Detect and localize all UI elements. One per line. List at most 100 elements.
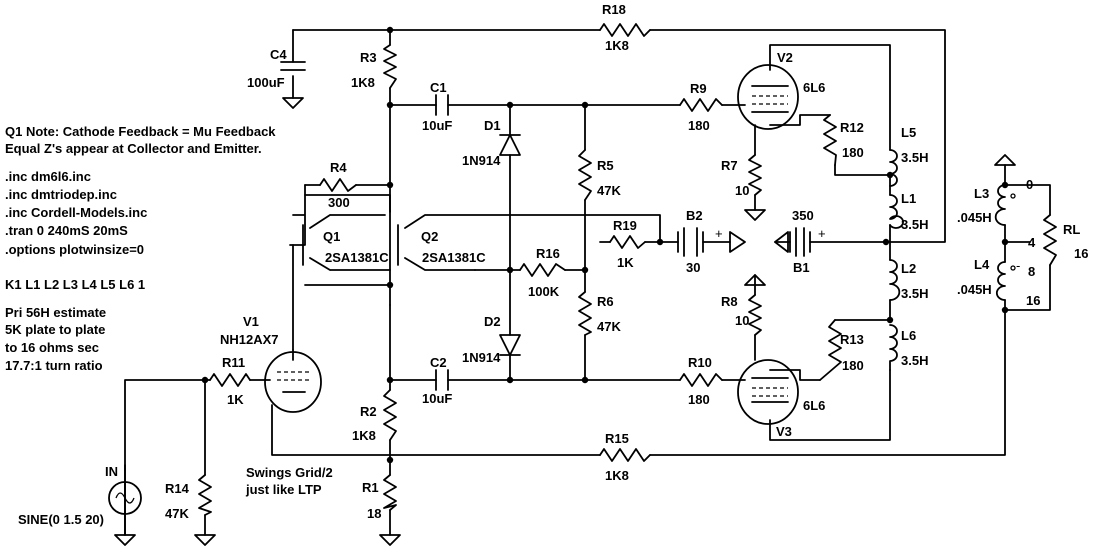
r12-value: 180 <box>842 145 864 160</box>
tap-8: 8 <box>1028 264 1035 279</box>
options-directive: .options plotwinsize=0 <box>5 242 144 257</box>
r7-name: R7 <box>721 158 738 173</box>
note-line-2: Equal Z's appear at Collector and Emitte… <box>5 141 262 156</box>
q1-name: Q1 <box>323 229 340 244</box>
v1-value: NH12AX7 <box>220 332 279 347</box>
swing-note-1: Swings Grid/2 <box>246 465 333 480</box>
c4-name: C4 <box>270 47 287 62</box>
l5-name: L5 <box>901 125 916 140</box>
r8-name: R8 <box>721 294 738 309</box>
sine-source-symbol <box>108 481 142 515</box>
inc-dmtriodep: .inc dmtriodep.inc <box>5 187 117 202</box>
l3-name: L3 <box>974 186 989 201</box>
v2-name: V2 <box>777 50 793 65</box>
r15-name: R15 <box>605 431 629 446</box>
b2-value: 30 <box>686 260 700 275</box>
battery-symbols <box>677 227 811 257</box>
l1-value: 3.5H <box>901 217 928 232</box>
d2-name: D2 <box>484 314 501 329</box>
pri-note-4: 17.7:1 turn ratio <box>5 358 103 373</box>
l6-name: L6 <box>901 328 916 343</box>
r6-value: 47K <box>597 319 621 334</box>
r1-value: 18 <box>367 506 381 521</box>
v1-name: V1 <box>243 314 259 329</box>
tap-16: 16 <box>1026 293 1040 308</box>
r10-value: 180 <box>688 392 710 407</box>
r8-value: 10 <box>735 313 749 328</box>
r5-value: 47K <box>597 183 621 198</box>
component-labels: R18 1K8 C4 100uF R3 1K8 C1 10uF D1 1N914… <box>18 2 1088 527</box>
b2-name: B2 <box>686 208 703 223</box>
c4-value: 100uF <box>247 75 285 90</box>
pri-note-1: Pri 56H estimate <box>5 305 106 320</box>
r9-value: 180 <box>688 118 710 133</box>
d1-value: 1N914 <box>462 153 501 168</box>
c2-value: 10uF <box>422 391 452 406</box>
r15-value: 1K8 <box>605 468 629 483</box>
r13-name: R13 <box>840 332 864 347</box>
r6-name: R6 <box>597 294 614 309</box>
q2-name: Q2 <box>421 229 438 244</box>
in-value: SINE(0 1.5 20) <box>18 512 104 527</box>
r2-value: 1K8 <box>352 428 376 443</box>
r16-value: 100K <box>528 284 560 299</box>
q1-value: 2SA1381C <box>325 250 389 265</box>
inductor-symbols <box>889 149 1006 371</box>
r18-value: 1K8 <box>605 38 629 53</box>
coupling-directive: K1 L1 L2 L3 L4 L5 L6 1 <box>5 277 145 292</box>
phase-dots <box>1010 193 1016 271</box>
rl-name: RL <box>1063 222 1080 237</box>
l4-value: .045H <box>957 282 992 297</box>
b1-name: B1 <box>793 260 810 275</box>
r4-name: R4 <box>330 160 347 175</box>
c2-name: C2 <box>430 355 447 370</box>
inc-cordell: .inc Cordell-Models.inc <box>5 205 147 220</box>
tap-0: 0 <box>1026 177 1033 192</box>
r14-value: 47K <box>165 506 189 521</box>
capacitor-symbols <box>280 61 449 391</box>
r7-value: 10 <box>735 183 749 198</box>
resistor-symbols <box>198 23 1057 516</box>
inc-dm6l6: .inc dm6l6.inc <box>5 169 91 184</box>
tap-4: 4 <box>1028 235 1036 250</box>
l2-name: L2 <box>901 261 916 276</box>
v2-value: 6L6 <box>803 80 825 95</box>
note-line-1: Q1 Note: Cathode Feedback = Mu Feedback <box>5 124 276 139</box>
l3-value: .045H <box>957 210 992 225</box>
r4-value: 300 <box>328 195 350 210</box>
v3-value: 6L6 <box>803 398 825 413</box>
q2-value: 2SA1381C <box>422 250 486 265</box>
r18-name: R18 <box>602 2 626 17</box>
in-name: IN <box>105 464 118 479</box>
r11-value: 1K <box>227 392 244 407</box>
r3-value: 1K8 <box>351 75 375 90</box>
r13-value: 180 <box>842 358 864 373</box>
l5-value: 3.5H <box>901 150 928 165</box>
r5-name: R5 <box>597 158 614 173</box>
c1-value: 10uF <box>422 118 452 133</box>
l4-minus: - <box>1016 258 1020 273</box>
pri-note-2: 5K plate to plate <box>5 322 105 337</box>
r11-name: R11 <box>222 355 245 370</box>
tran-directive: .tran 0 240mS 20mS <box>5 223 128 238</box>
b1-plus: + <box>818 226 826 241</box>
diode-symbols <box>499 134 521 356</box>
b1-value: 350 <box>792 208 814 223</box>
r10-name: R10 <box>688 355 712 370</box>
rl-value: 16 <box>1074 246 1088 261</box>
l6-value: 3.5H <box>901 353 928 368</box>
d2-value: 1N914 <box>462 350 501 365</box>
r12-name: R12 <box>840 120 864 135</box>
r16-name: R16 <box>536 246 560 261</box>
r1-name: R1 <box>362 480 379 495</box>
v3-name: V3 <box>776 424 792 439</box>
d1-name: D1 <box>484 118 501 133</box>
spice-directives: Q1 Note: Cathode Feedback = Mu Feedback … <box>5 124 333 497</box>
l1-name: L1 <box>901 191 916 206</box>
r19-name: R19 <box>613 218 637 233</box>
c1-name: C1 <box>430 80 447 95</box>
r14-name: R14 <box>165 481 190 496</box>
l4-name: L4 <box>974 257 990 272</box>
swing-note-2: just like LTP <box>245 482 322 497</box>
r19-value: 1K <box>617 255 634 270</box>
